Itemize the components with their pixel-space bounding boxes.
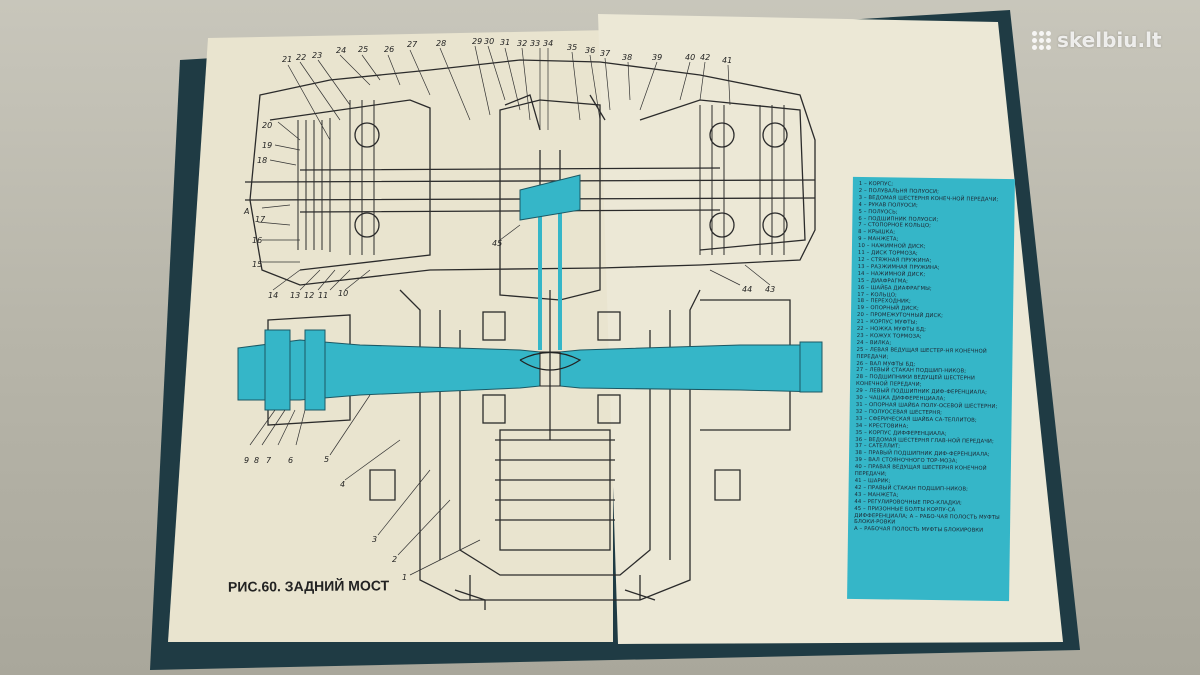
svg-text:1: 1 bbox=[402, 573, 407, 582]
svg-text:24: 24 bbox=[336, 46, 346, 55]
svg-text:25: 25 bbox=[358, 45, 368, 54]
svg-text:32: 32 bbox=[517, 39, 527, 48]
figure-caption: РИС.60. ЗАДНИЙ МОСТ bbox=[227, 577, 390, 595]
svg-text:29: 29 bbox=[472, 37, 482, 46]
legend-list: 1 – КОРПУС; 2 – ПОЛУВАЛЬНЯ ПОЛУОСИ; 3 – … bbox=[854, 181, 1011, 535]
svg-text:9: 9 bbox=[244, 456, 249, 465]
svg-text:10: 10 bbox=[338, 289, 348, 298]
svg-text:34: 34 bbox=[543, 39, 553, 48]
svg-text:28: 28 bbox=[436, 39, 446, 48]
svg-text:6: 6 bbox=[288, 456, 293, 465]
svg-text:33: 33 bbox=[530, 39, 540, 48]
svg-text:14: 14 bbox=[268, 291, 278, 300]
legend-item: А – РАБОЧАЯ ПОЛОСТЬ МУФТЫ БЛОКИРОВКИ bbox=[853, 526, 984, 535]
svg-text:19: 19 bbox=[262, 141, 272, 150]
svg-text:26: 26 bbox=[384, 45, 394, 54]
svg-text:27: 27 bbox=[407, 40, 418, 49]
svg-text:15: 15 bbox=[252, 260, 262, 269]
svg-text:3: 3 bbox=[372, 535, 377, 544]
svg-text:42: 42 bbox=[700, 53, 710, 62]
legend-item: 25 – ЛЕВАЯ ВЕДУЩАЯ ШЕСТЕР-НЯ КОНЕЧНОЙ ПЕ… bbox=[856, 346, 987, 361]
svg-text:11: 11 bbox=[318, 291, 328, 300]
svg-text:45: 45 bbox=[492, 239, 502, 248]
svg-text:22: 22 bbox=[296, 53, 306, 62]
svg-text:21: 21 bbox=[282, 55, 292, 64]
svg-text:30: 30 bbox=[484, 37, 494, 46]
svg-text:7: 7 bbox=[266, 456, 272, 465]
legend-panel: 1 – КОРПУС; 2 – ПОЛУВАЛЬНЯ ПОЛУОСИ; 3 – … bbox=[847, 176, 1015, 602]
svg-text:31: 31 bbox=[500, 38, 510, 47]
svg-text:5: 5 bbox=[324, 455, 329, 464]
svg-text:35: 35 bbox=[567, 43, 577, 52]
svg-text:43: 43 bbox=[765, 285, 775, 294]
svg-text:8: 8 bbox=[254, 456, 259, 465]
svg-text:12: 12 bbox=[304, 291, 314, 300]
svg-text:18: 18 bbox=[257, 156, 267, 165]
svg-text:44: 44 bbox=[742, 285, 752, 294]
svg-text:37: 37 bbox=[600, 49, 611, 58]
watermark-dots-icon bbox=[1032, 30, 1051, 50]
legend-item: 45 – ПРИЗОННЫЕ БОЛТЫ КОРПУ-СА ДИФФЕРЕНЦИ… bbox=[854, 505, 1000, 526]
svg-text:20: 20 bbox=[262, 121, 272, 130]
svg-text:36: 36 bbox=[585, 46, 595, 55]
svg-text:40: 40 bbox=[685, 53, 695, 62]
svg-text:41: 41 bbox=[722, 56, 732, 65]
svg-text:4: 4 bbox=[340, 480, 345, 489]
svg-text:16: 16 bbox=[252, 236, 262, 245]
svg-text:39: 39 bbox=[652, 53, 662, 62]
svg-text:38: 38 bbox=[622, 53, 632, 62]
svg-text:17: 17 bbox=[255, 215, 266, 224]
svg-text:2: 2 bbox=[392, 555, 397, 564]
watermark-text: skelbiu.lt bbox=[1057, 28, 1162, 52]
svg-text:13: 13 bbox=[290, 291, 300, 300]
svg-text:A: A bbox=[243, 207, 249, 216]
watermark: skelbiu.lt bbox=[1032, 28, 1162, 52]
svg-text:23: 23 bbox=[312, 51, 322, 60]
